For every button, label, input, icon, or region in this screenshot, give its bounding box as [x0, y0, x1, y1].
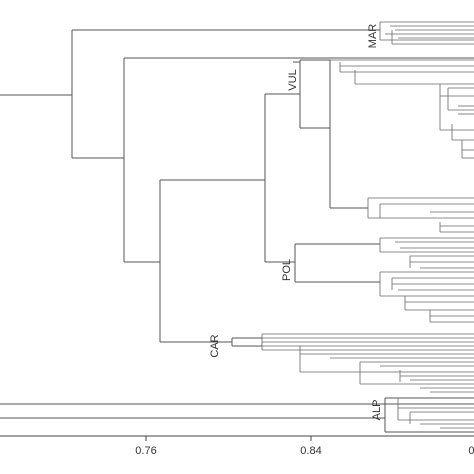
clade-label-pol: POL [281, 259, 293, 281]
x-axis-tick-label: 0.84 [300, 445, 321, 457]
clade-label-car: CAR [209, 334, 221, 357]
clade-label-vul: VUL [287, 69, 299, 90]
dendrogram-tips [261, 21, 474, 429]
clade-label-alp: ALP [371, 400, 383, 421]
dendrogram-backbone [0, 29, 474, 433]
clade-label-mar: MAR [367, 24, 379, 49]
clade-labels: MAR VUL POL CAR ALP [209, 24, 383, 421]
x-axis-tick-label: 0.9 [468, 445, 474, 457]
x-axis: 0.76 0.84 0.9 [0, 435, 474, 457]
x-axis-tick-label: 0.76 [135, 445, 156, 457]
